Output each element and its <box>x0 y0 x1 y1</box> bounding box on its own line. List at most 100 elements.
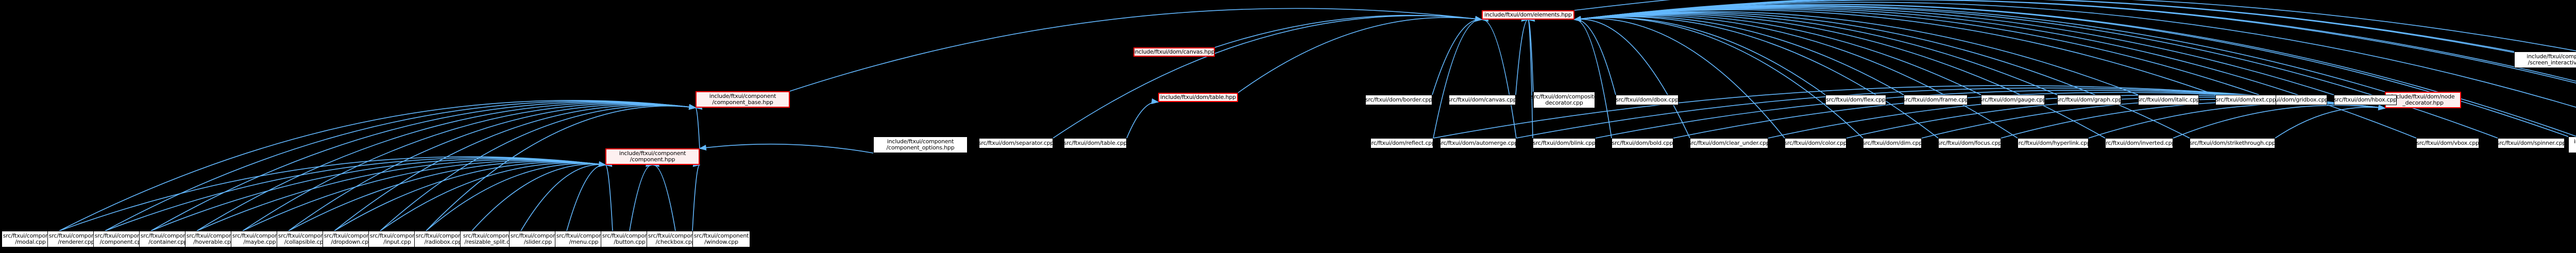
graph-node[interactable]: include/ftxui/dom/elements.hpp <box>1482 10 1574 20</box>
graph-edge <box>196 102 697 231</box>
graph-edge <box>566 161 606 231</box>
graph-edge <box>288 161 606 231</box>
graph-edge <box>242 103 697 231</box>
graph-node[interactable]: src/ftxui/dom/canvas.cpp <box>1448 95 1517 105</box>
graph-node[interactable]: src/ftxui/dom/gridbox.cpp <box>2258 95 2328 105</box>
graph-edge <box>1573 15 2018 139</box>
graph-edge <box>1515 15 1529 95</box>
graph-node[interactable]: src/ftxui/dom/inverted.cpp <box>2103 138 2175 148</box>
graph-node[interactable]: src/ftxui/dom/hyperlink.cpp <box>2015 138 2091 148</box>
graph-edge <box>1573 13 2106 139</box>
graph-node[interactable]: src/ftxui/dom/focus.cpp <box>1938 138 2002 148</box>
graph-edge <box>105 100 697 231</box>
graph-edge <box>1573 7 2417 139</box>
graph-node[interactable]: include/ftxui/dom/linear _gradient.hpp <box>2568 137 2576 153</box>
graph-edge <box>1573 15 1863 139</box>
graph-edge <box>59 156 606 231</box>
graph-edge <box>1573 9 2216 95</box>
graph-node[interactable]: include/ftxui/dom/node _decorator.hpp <box>2385 92 2461 108</box>
graph-edge <box>1573 5 2385 92</box>
graph-edge <box>1432 15 1483 95</box>
graph-node[interactable]: src/ftxui/dom/frame.cpp <box>1903 95 1969 105</box>
graph-edge <box>1126 98 1159 139</box>
graph-edge <box>1573 15 1690 139</box>
graph-edge <box>1573 0 2576 83</box>
graph-edge <box>2001 100 2386 139</box>
graph-edge <box>1573 15 1616 95</box>
graph-node[interactable]: src/ftxui/dom/separator.cpp <box>978 138 1054 148</box>
graph-edge <box>1573 12 2190 139</box>
graph-edge <box>699 143 874 154</box>
graph-node[interactable]: include/ftxui/dom/canvas.hpp <box>1133 47 1215 57</box>
graph-edge <box>1573 15 1826 95</box>
graph-edge <box>604 161 613 231</box>
graph-node[interactable]: src/ftxui/dom/text.cpp <box>2215 95 2276 105</box>
graph-edge <box>2088 103 2386 139</box>
graph-edge <box>426 104 697 231</box>
graph-node[interactable]: src/ftxui/component /window.cpp <box>692 231 750 247</box>
graph-node[interactable]: include/ftxui/component /component_optio… <box>873 137 968 153</box>
graph-edge <box>196 159 606 231</box>
graph-edge <box>1527 16 1535 92</box>
graph-edge <box>1573 14 1981 95</box>
graph-edge <box>694 104 703 149</box>
graph-edge <box>1433 15 1483 139</box>
graph-node[interactable]: src/ftxui/dom/border.cpp <box>1365 95 1432 105</box>
graph-node[interactable]: src/ftxui/dom/dim.cpp <box>1862 138 1922 148</box>
graph-edge <box>1527 16 1535 139</box>
graph-edge <box>651 161 676 231</box>
graph-edge <box>1573 15 1904 95</box>
graph-edge <box>1573 15 1612 139</box>
graph-node[interactable]: src/ftxui/dom/hbox.cpp <box>2334 95 2397 105</box>
graph-edge <box>1573 2 2576 108</box>
graph-node[interactable]: src/ftxui/dom/color.cpp <box>1784 138 1847 148</box>
graph-edge <box>1573 0 2576 65</box>
graph-edge <box>1574 0 1671 11</box>
graph-edge <box>334 161 606 231</box>
graph-edge <box>105 157 606 231</box>
graph-edge <box>1214 14 1483 48</box>
graph-node[interactable]: src/ftxui/dom/vbox.cpp <box>2416 138 2479 148</box>
graph-node[interactable]: src/ftxui/dom/italic.cpp <box>2137 95 2200 105</box>
graph-edge <box>1573 0 2576 82</box>
graph-node[interactable]: include/ftxui/component /component.hpp <box>605 148 700 165</box>
graph-edge <box>1573 0 2515 52</box>
graph-node[interactable]: src/ftxui/dom/gauge.cpp <box>1979 95 2046 105</box>
graph-node[interactable]: include/ftxui/component /screen_interact… <box>2514 52 2576 68</box>
graph-edge <box>629 161 654 231</box>
graph-node[interactable]: src/ftxui/dom/composite decorator.cpp <box>1531 92 1598 108</box>
graph-node[interactable]: src/ftxui/dom/table.cpp <box>1064 138 1127 148</box>
graph-node[interactable]: src/ftxui/dom/clear_under.cpp <box>1688 138 1770 148</box>
graph-edge <box>150 158 606 231</box>
graph-edge <box>150 102 697 231</box>
graph-edge <box>288 104 697 231</box>
graph-edge <box>1573 12 2058 95</box>
graph-node[interactable]: src/ftxui/dom/bold.cpp <box>1612 138 1673 148</box>
graph-edge <box>692 161 701 231</box>
graph-edge <box>1238 15 1483 93</box>
graph-edge <box>1573 6 2334 95</box>
graph-node[interactable]: include/ftxui/component /component_base.… <box>696 91 790 108</box>
graph-edge <box>380 104 697 231</box>
graph-edge <box>1573 15 1785 139</box>
graph-node[interactable]: include/ftxui/dom/table.hpp <box>1158 93 1238 102</box>
graph-node[interactable]: src/ftxui/dom/spinner.cpp <box>2497 138 2566 148</box>
graph-node[interactable]: src/ftxui/dom/automerge.cpp <box>1438 138 1518 148</box>
graph-node[interactable]: src/ftxui/dom/strikethrough.cpp <box>2189 138 2276 148</box>
graph-edge <box>471 161 606 231</box>
graph-node[interactable]: src/ftxui/dom/reflect.cpp <box>1368 138 1435 148</box>
graph-edge <box>334 104 697 231</box>
graph-edge <box>1573 8 2260 95</box>
graph-edge <box>59 100 697 231</box>
graph-edge <box>1053 15 1483 139</box>
graph-node[interactable]: src/ftxui/dom/graph.cpp <box>2056 95 2122 105</box>
graph-node[interactable]: src/ftxui/dom/dbox.cpp <box>1616 95 1679 105</box>
graph-edge <box>380 161 606 231</box>
graph-node[interactable]: src/ftxui/dom/flex.cpp <box>1825 95 1886 105</box>
graph-node[interactable]: src/ftxui/dom/blink.cpp <box>1533 138 1596 148</box>
graph-edge <box>520 161 606 231</box>
graph-edge <box>1573 11 2139 95</box>
graph-edge <box>1573 6 2498 139</box>
